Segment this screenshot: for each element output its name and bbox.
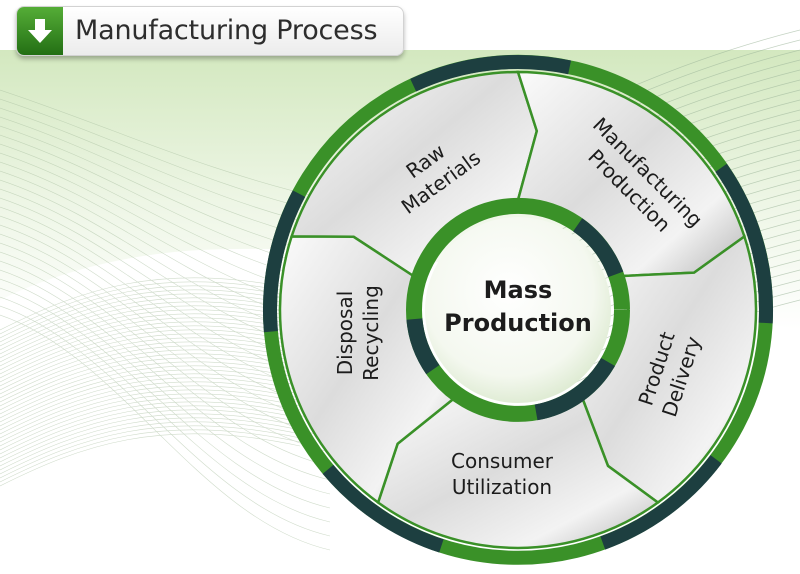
inner-ring-accent — [406, 318, 440, 375]
background-swoosh-line — [0, 353, 301, 407]
inner-ring-accent — [572, 218, 624, 278]
center-label-line1: Mass — [484, 276, 553, 304]
background-swoosh-line — [0, 314, 331, 551]
background-swoosh-line — [0, 285, 301, 339]
down-arrow-icon — [28, 19, 52, 43]
background-swoosh-line — [0, 361, 301, 415]
background-swoosh-line — [0, 251, 331, 453]
background-swoosh-line — [0, 377, 301, 431]
background-swoosh-line — [0, 369, 301, 423]
background-swoosh-line — [0, 293, 301, 347]
background-swoosh-line — [0, 349, 301, 403]
background-swoosh-line — [0, 393, 301, 447]
title-bar: Manufacturing Process — [16, 6, 404, 56]
background-swoosh-line — [0, 341, 301, 395]
background-swoosh-line — [0, 242, 331, 439]
background-swoosh-line — [0, 413, 301, 467]
title-icon-box — [17, 7, 63, 55]
background-swoosh-line — [0, 433, 301, 487]
background-swoosh-line — [0, 409, 301, 463]
background-swoosh-line — [0, 429, 301, 483]
background-swoosh-line — [0, 277, 301, 331]
background-swoosh-line — [0, 89, 331, 201]
background-swoosh-line — [0, 321, 301, 375]
inner-ring — [406, 197, 630, 422]
background-swoosh-line — [0, 405, 301, 459]
background-swoosh-line — [0, 143, 331, 285]
background-swoosh-line — [0, 425, 301, 479]
center-label-line2: Production — [444, 309, 592, 337]
background-swoosh-line — [0, 317, 301, 371]
background-swoosh-line — [0, 357, 301, 411]
background-swoosh-line — [0, 305, 301, 359]
outer-ring-accent — [410, 54, 572, 92]
background-swoosh-line — [0, 296, 331, 523]
background-swoosh-line — [0, 329, 301, 383]
background-swoosh-line — [0, 421, 301, 475]
outer-ring-accent — [715, 163, 774, 324]
background-swoosh-line — [0, 325, 301, 379]
background-swoosh-line — [0, 289, 301, 343]
background-swoosh-line — [0, 381, 301, 435]
background-swoosh-line — [0, 373, 301, 427]
background-swoosh-line — [0, 309, 301, 363]
background-swoosh-line — [0, 365, 301, 419]
background-swoosh-line — [0, 417, 301, 471]
center-hub — [425, 217, 611, 403]
background-swoosh-line — [0, 98, 331, 215]
inner-ring-accent — [534, 357, 616, 421]
background-swoosh-line — [0, 389, 301, 443]
background-swoosh-line — [0, 269, 331, 481]
background-swoosh-line — [0, 297, 301, 351]
background-swoosh-line — [0, 278, 331, 495]
background-swoosh-line — [0, 333, 301, 387]
step-label-line1: Disposal — [333, 291, 357, 376]
background-swoosh-line — [0, 385, 301, 439]
background-swoosh-line — [0, 337, 301, 391]
outer-ring — [263, 54, 774, 565]
background-swoosh-line — [0, 401, 301, 455]
step-label-line1: Consumer — [451, 449, 554, 473]
step-label-line2: Utilization — [452, 475, 552, 499]
outer-ring-accent — [322, 464, 444, 553]
outer-ring-accent — [263, 190, 306, 333]
page-title: Manufacturing Process — [75, 15, 378, 46]
background-swoosh-line — [0, 287, 331, 509]
outer-ring-accent — [600, 455, 722, 550]
background-swoosh-line — [0, 233, 331, 425]
background-swoosh-line — [0, 313, 301, 367]
background-swoosh-line — [0, 345, 301, 399]
background-swoosh-line — [0, 301, 301, 355]
background-swoosh-line — [0, 281, 301, 335]
background-swoosh-line — [0, 397, 301, 451]
step-label-line2: Recycling — [359, 285, 383, 381]
